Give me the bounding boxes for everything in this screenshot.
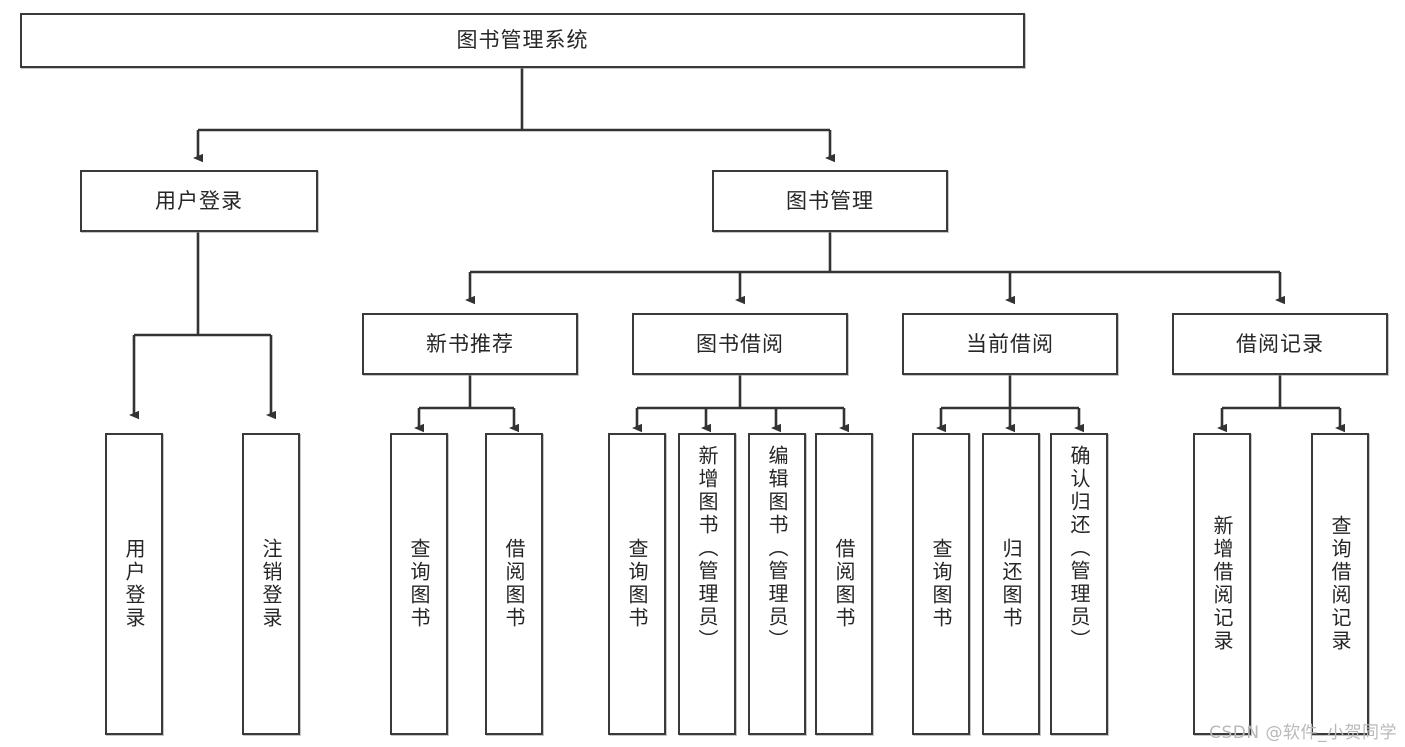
- leaf-label: 借阅图书: [832, 538, 856, 630]
- leaf-label: 借阅图书: [502, 538, 526, 630]
- node-book-borrow[interactable]: 图书借阅: [632, 313, 848, 375]
- node-root-system[interactable]: 图书管理系统: [20, 13, 1025, 68]
- csdn-watermark: CSDN @软件_小贺同学: [1209, 723, 1397, 743]
- node-label: 图书管理: [786, 188, 874, 213]
- leaf-borrow-query-book[interactable]: 查询图书: [608, 433, 666, 735]
- leaf-newbook-borrow-book[interactable]: 借阅图书: [485, 433, 543, 735]
- leaf-user-login-logout[interactable]: 注销登录: [242, 433, 300, 735]
- leaf-record-add-record[interactable]: 新增借阅记录: [1193, 433, 1251, 735]
- node-book-management[interactable]: 图书管理: [712, 170, 948, 232]
- node-label: 用户登录: [155, 188, 243, 213]
- leaf-borrow-borrow-book[interactable]: 借阅图书: [815, 433, 873, 735]
- leaf-borrow-edit-book-admin[interactable]: 编辑图书（管理员）: [748, 433, 806, 735]
- leaf-label: 编辑图书（管理员）: [765, 445, 789, 652]
- node-borrow-record[interactable]: 借阅记录: [1172, 313, 1388, 375]
- leaf-borrow-add-book-admin[interactable]: 新增图书（管理员）: [678, 433, 736, 735]
- leaf-label: 新增借阅记录: [1210, 515, 1234, 653]
- leaf-label: 查询借阅记录: [1328, 515, 1352, 653]
- node-user-login[interactable]: 用户登录: [80, 170, 318, 232]
- node-label: 当前借阅: [966, 331, 1054, 356]
- node-current-borrow[interactable]: 当前借阅: [902, 313, 1118, 375]
- leaf-current-confirm-return-admin[interactable]: 确认归还（管理员）: [1050, 433, 1108, 735]
- leaf-label: 确认归还（管理员）: [1067, 445, 1091, 652]
- node-label: 图书管理系统: [456, 28, 589, 53]
- node-new-book-recommend[interactable]: 新书推荐: [362, 313, 578, 375]
- leaf-label: 新增图书（管理员）: [695, 445, 719, 652]
- leaf-newbook-query-book[interactable]: 查询图书: [390, 433, 448, 735]
- leaf-record-query-record[interactable]: 查询借阅记录: [1311, 433, 1369, 735]
- node-label: 新书推荐: [426, 331, 514, 356]
- leaf-user-login-login[interactable]: 用户登录: [105, 433, 163, 735]
- leaf-current-query-book[interactable]: 查询图书: [912, 433, 970, 735]
- leaf-current-return-book[interactable]: 归还图书: [982, 433, 1040, 735]
- leaf-label: 注销登录: [259, 538, 283, 630]
- leaf-label: 查询图书: [625, 538, 649, 630]
- leaf-label: 用户登录: [122, 538, 146, 630]
- node-label: 图书借阅: [696, 331, 784, 356]
- leaf-label: 查询图书: [929, 538, 953, 630]
- leaf-label: 归还图书: [999, 538, 1023, 630]
- leaf-label: 查询图书: [407, 538, 431, 630]
- node-label: 借阅记录: [1236, 331, 1324, 356]
